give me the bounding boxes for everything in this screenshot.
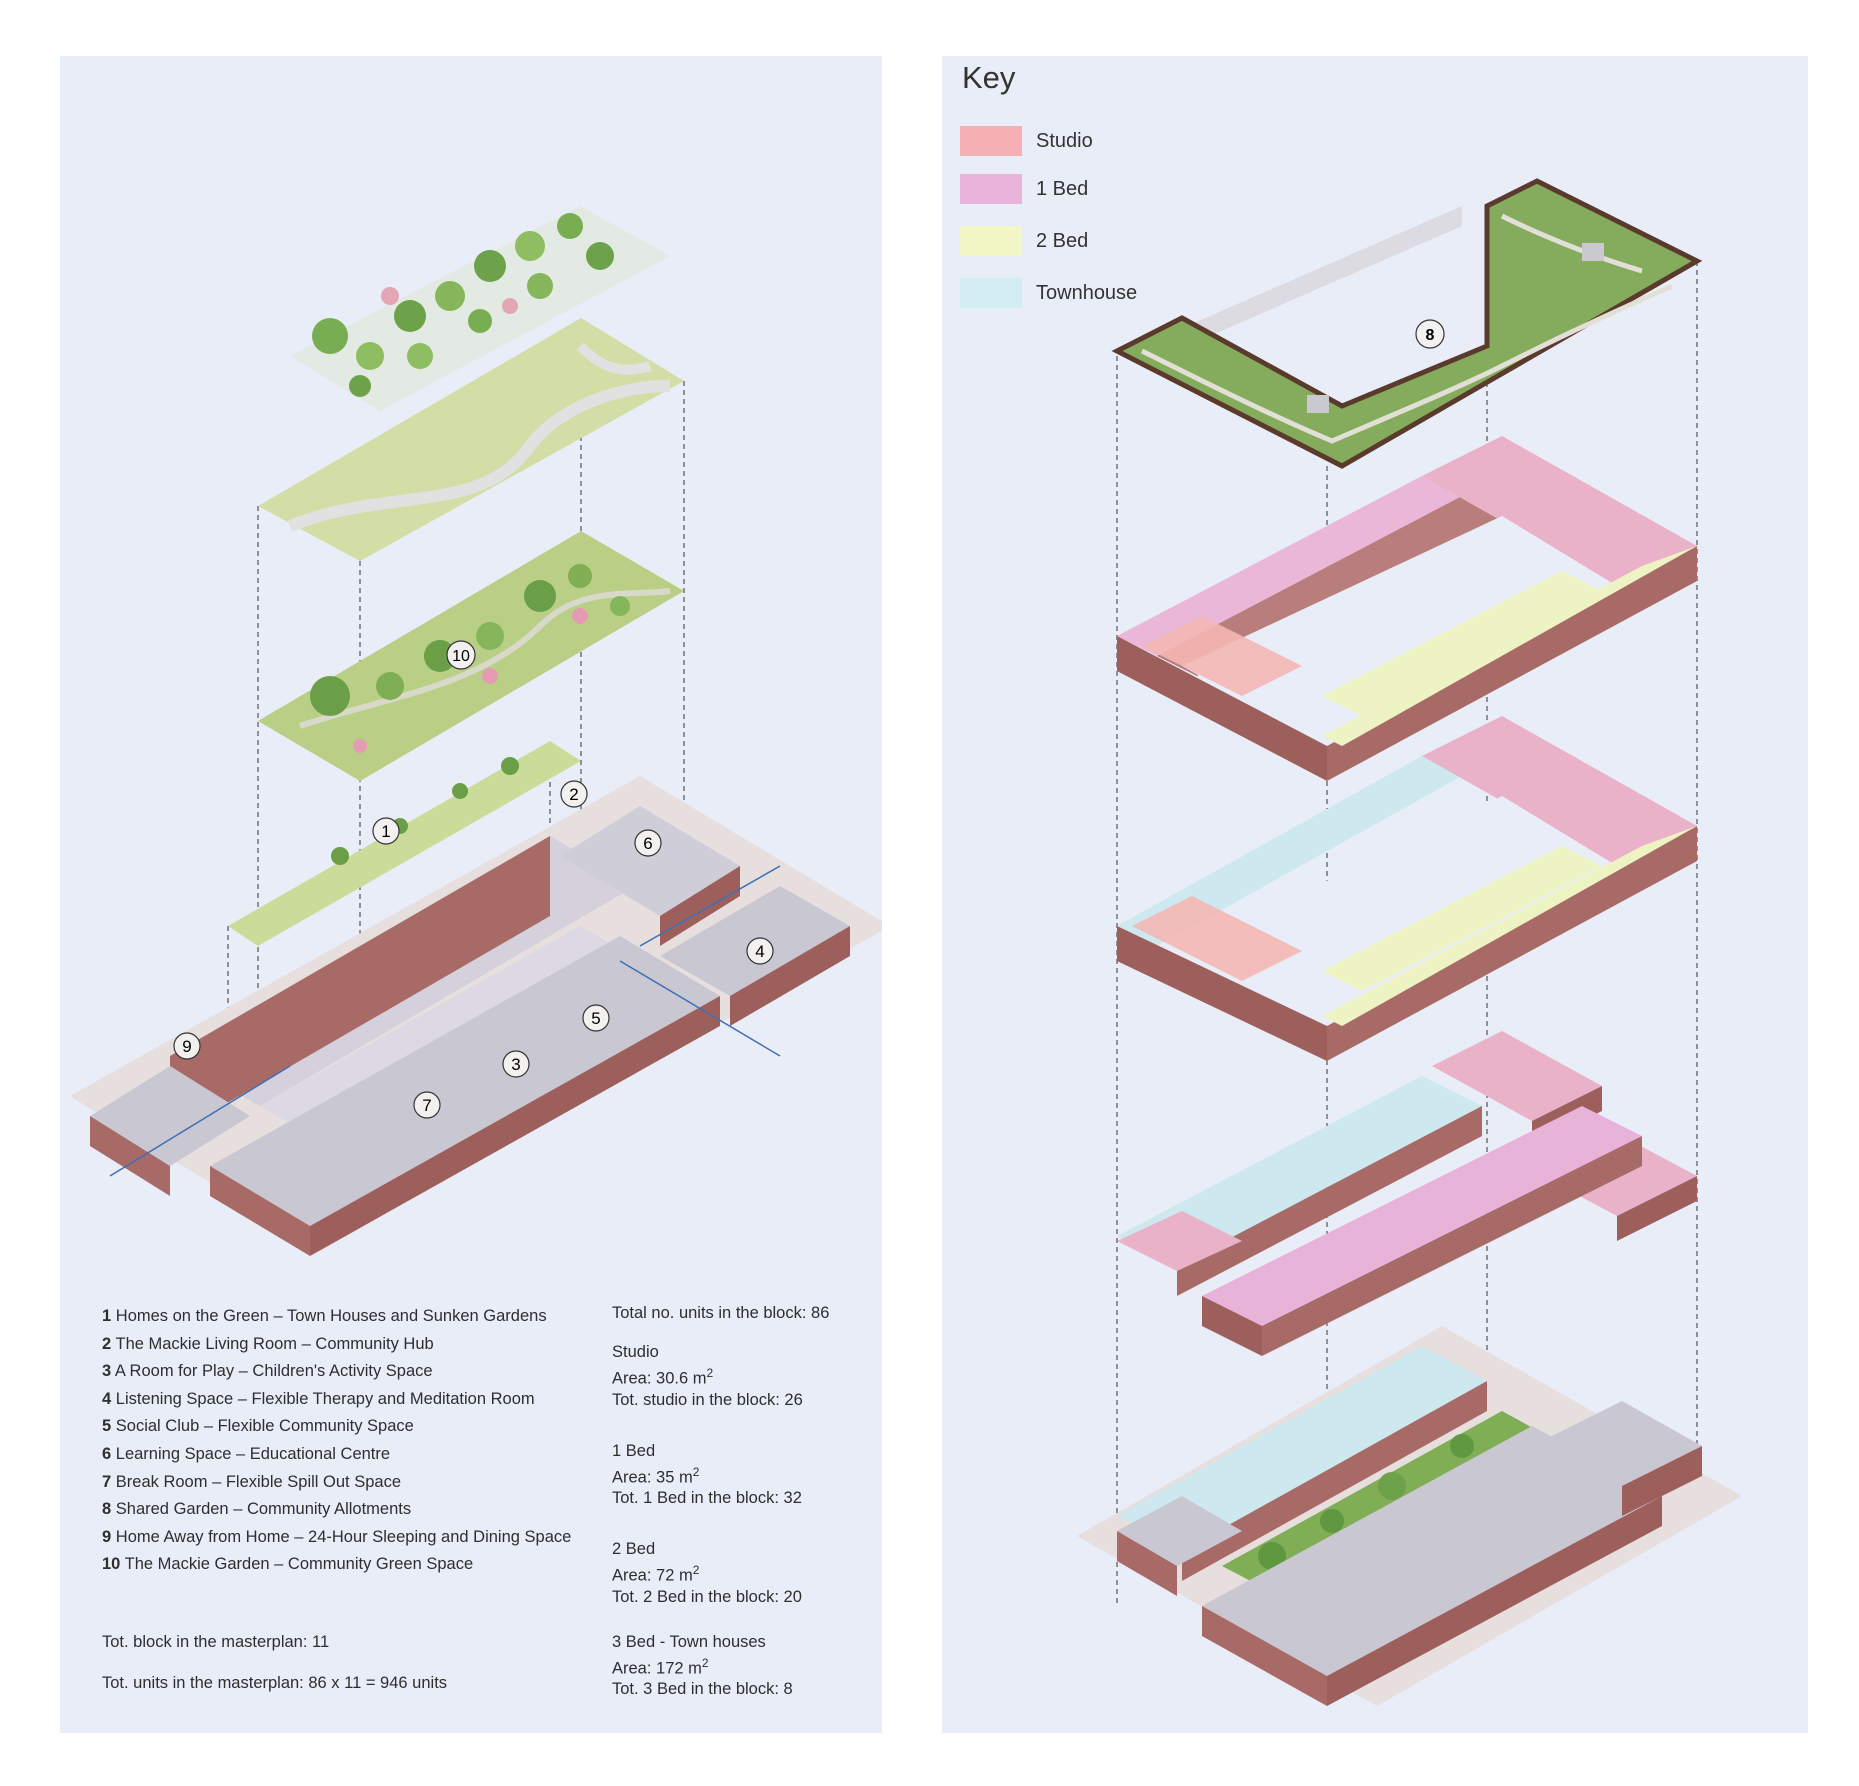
townhouse-swatch <box>960 278 1022 308</box>
lawn-layer <box>258 318 684 561</box>
marker-2: 2 <box>560 780 588 808</box>
legend-item: 4 Listening Space – Flexible Therapy and… <box>102 1389 535 1408</box>
tree-canopy-layer <box>290 206 670 411</box>
legend-item: 6 Learning Space – Educational Centre <box>102 1444 391 1463</box>
svg-text:8: 8 <box>1426 327 1435 344</box>
marker-7: 7 <box>413 1091 441 1119</box>
lower-floor-plan <box>1117 1031 1697 1356</box>
legend-item: 5 Social Club – Flexible Community Space <box>102 1417 414 1436</box>
left-panel: 1 2 3 4 5 6 7 9 10 1 Homes on the Green … <box>60 56 882 1733</box>
key-item-1-bed: 1 Bed <box>960 172 1088 206</box>
middle-floor-plan <box>1117 716 1697 1061</box>
key-item-townhouse: Townhouse <box>960 276 1137 310</box>
ground-floor-landscape-plan <box>1077 1326 1742 1706</box>
masterplan-units-note: Tot. units in the masterplan: 86 x 11 = … <box>102 1674 448 1692</box>
legend-item: 3 A Room for Play – Children's Activity … <box>102 1362 433 1381</box>
marker-1: 1 <box>372 817 400 845</box>
access-arrows <box>109 865 781 1177</box>
svg-text:4: 4 <box>755 942 764 961</box>
svg-text:10: 10 <box>452 648 470 665</box>
stat-one-bed: 1 Bed Area: 35 m2 Tot. 1 Bed in the bloc… <box>612 1441 802 1508</box>
marker-4: 4 <box>746 937 774 965</box>
exploded-residential-floors-diagram: 8 <box>1077 178 1742 1706</box>
marker-3: 3 <box>502 1050 530 1078</box>
legend-item: 1 Homes on the Green – Town Houses and S… <box>102 1307 547 1325</box>
svg-text:9: 9 <box>182 1037 191 1056</box>
svg-text:2: 2 <box>569 785 578 804</box>
exploded-ground-floor-diagram: 1 2 3 4 5 6 7 9 10 <box>70 206 882 1256</box>
masterplan-blocks-note: Tot. block in the masterplan: 11 <box>102 1633 330 1651</box>
upper-floor-plan <box>1117 436 1697 781</box>
stat-two-bed: 2 Bed Area: 72 m2 Tot. 2 Bed in the bloc… <box>612 1540 802 1606</box>
marker-5: 5 <box>582 1004 610 1032</box>
legend-item: 10 The Mackie Garden – Community Green S… <box>102 1555 474 1574</box>
unit-stats: Total no. units in the block: 86 Studio … <box>612 1303 882 1718</box>
svg-text:5: 5 <box>591 1009 600 1028</box>
marker-8: 8 <box>1415 319 1445 349</box>
svg-text:7: 7 <box>422 1096 431 1115</box>
marker-6: 6 <box>634 829 662 857</box>
ground-floor-plan <box>70 776 882 1256</box>
2-bed-swatch <box>960 226 1022 256</box>
1-bed-swatch <box>960 174 1022 204</box>
legend-list: 1 Homes on the Green – Town Houses and S… <box>102 1303 622 1579</box>
legend-item: 7 Break Room – Flexible Spill Out Space <box>102 1472 401 1491</box>
stat-three-bed: 3 Bed - Town houses Area: 172 m2 Tot. 3 … <box>612 1632 793 1699</box>
svg-text:1: 1 <box>381 822 390 841</box>
right-panel: Key Studio 1 Bed 2 Bed Townhouse 8 <box>942 56 1808 1733</box>
key-title: Key <box>962 60 1016 95</box>
studio-swatch <box>960 126 1022 156</box>
stat-total: Total no. units in the block: 86 <box>612 1304 830 1322</box>
svg-text:3: 3 <box>511 1055 520 1074</box>
roof-garden-floor: 8 <box>1111 178 1703 469</box>
marker-9: 9 <box>173 1032 201 1060</box>
legend-item: 8 Shared Garden – Community Allotments <box>102 1500 412 1519</box>
stat-studio: Studio Area: 30.6 m2 Tot. studio in the … <box>612 1343 803 1409</box>
legend-item: 9 Home Away from Home – 24-Hour Sleeping… <box>102 1527 572 1546</box>
key-item-2-bed: 2 Bed <box>960 224 1088 258</box>
svg-text:6: 6 <box>643 834 652 853</box>
marker-10: 10 <box>446 640 476 670</box>
key-item-studio: Studio <box>960 124 1093 158</box>
legend-item: 2 The Mackie Living Room – Community Hub <box>102 1334 434 1353</box>
